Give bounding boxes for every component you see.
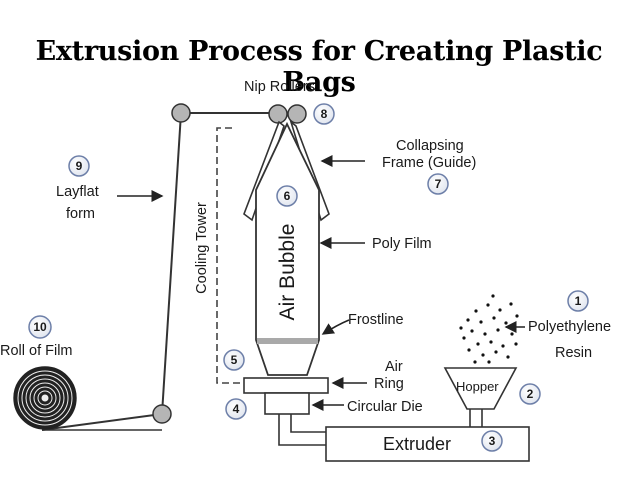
page-title: Extrusion Process for Creating Plastic B… [35,36,603,98]
badge-7-number: 7 [435,177,442,191]
extruder-label: Extruder [383,434,451,454]
badge-6: 6 [276,185,298,207]
top-left-roller [171,103,191,123]
hopper-body [443,367,518,410]
badge-6-number: 6 [284,189,291,203]
resin-pellets [459,294,519,364]
badge-10: 10 [28,315,52,339]
badge-5-number: 5 [231,353,238,367]
roll-of-film-label: Roll of Film [0,343,73,359]
badge-7: 7 [427,173,449,195]
air-bubble [255,121,320,376]
nip-roller-right [287,104,307,124]
badge-9: 9 [68,155,90,177]
air-ring-label-line1: Air [385,359,403,375]
badge-4-number: 4 [233,402,240,416]
badge-3-number: 3 [489,434,496,448]
bottom-roller [152,404,172,424]
badge-8-number: 8 [321,107,328,121]
layflat-label-line2: form [66,206,95,222]
badge-4: 4 [225,398,247,420]
feed-pipes [278,409,483,446]
circular-die-label: Circular Die [347,399,423,415]
badge-8: 8 [313,103,335,125]
badge-9-number: 9 [76,159,83,173]
poly-film-label: Poly Film [372,236,432,252]
nip-rollers-label: Nip Rollers [244,79,315,95]
collapsing-label-line1: Collapsing [396,138,464,154]
badge-1: 1 [567,290,589,312]
hopper-label: Hopper [456,379,499,394]
collapsing-label-line2: Frame (Guide) [382,155,476,171]
badge-5: 5 [223,349,245,371]
nip-roller-left [268,104,288,124]
resin-label-line2: Resin [555,345,592,361]
air-ring-label-line2: Ring [374,376,404,392]
layflat-label-line1: Layflat [56,184,99,200]
callout-arrows [117,155,525,411]
badge-2-number: 2 [527,387,534,401]
cooling-tower-label: Cooling Tower [194,202,210,294]
cooling-tower-outline [216,127,240,384]
circular-die [264,392,310,415]
air-bubble-label: Air Bubble [276,224,299,321]
badge-3: 3 [481,430,503,452]
badge-10-number: 10 [33,320,47,334]
resin-label-line1: Polyethylene [528,319,611,335]
frostline-label: Frostline [348,312,404,328]
film-path [41,112,274,431]
badge-1-number: 1 [575,294,582,308]
air-ring [243,377,329,394]
badge-2: 2 [519,383,541,405]
roll-of-film-coil [13,366,77,430]
